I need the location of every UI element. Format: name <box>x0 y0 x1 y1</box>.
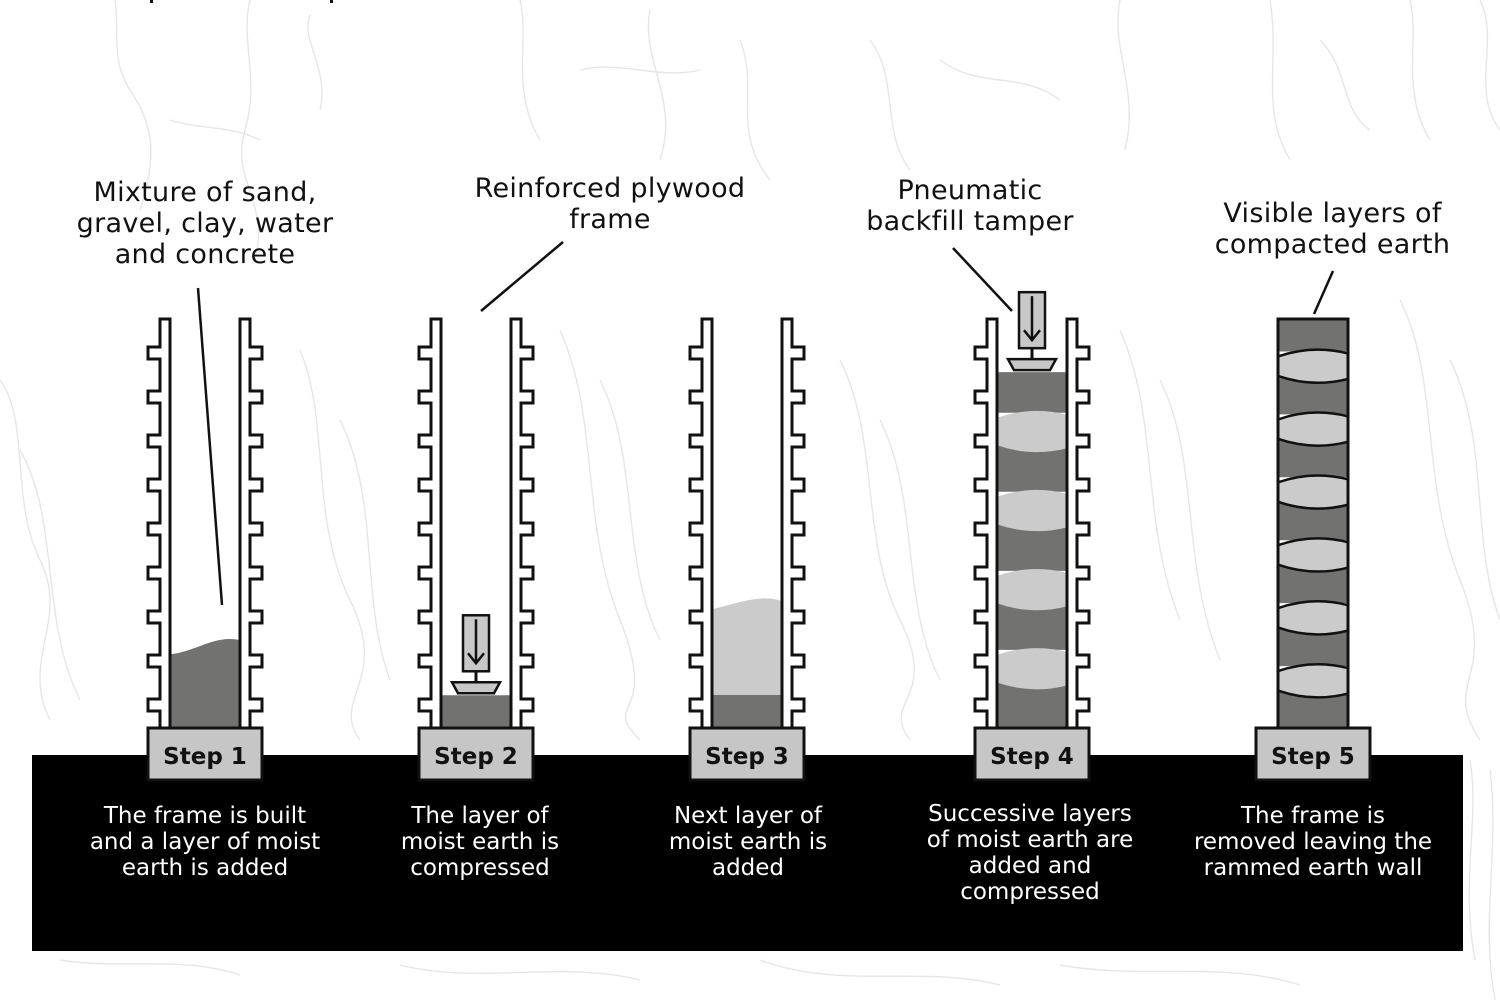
earth-layer-light <box>712 598 782 695</box>
step-4-badge: Step 4 <box>973 726 1091 782</box>
leader-lines <box>196 241 1335 606</box>
earth-layer-light <box>1278 601 1348 635</box>
plywood-panel-left <box>688 317 714 728</box>
step-5-label: Step 5 <box>1271 744 1355 770</box>
layer-boundary-line <box>1277 662 1349 673</box>
ground-slab <box>32 755 1463 951</box>
step-1-badge: Step 1 <box>146 726 264 782</box>
earth-layer-dark <box>997 372 1067 413</box>
earth-layer-light <box>997 568 1067 611</box>
layer-boundary-line <box>1277 374 1349 385</box>
cropped-title-fragment <box>150 0 333 3</box>
step-2-label: Step 2 <box>434 744 518 770</box>
layer-boundary-line <box>1277 411 1349 421</box>
earth-layer-light <box>997 410 1067 453</box>
leader-line-layers <box>1312 270 1335 315</box>
layer-boundary-line <box>1277 563 1349 573</box>
earth-layer-dark <box>1278 690 1348 729</box>
plywood-panel-left <box>146 317 172 728</box>
leader-line-mixture <box>196 287 224 606</box>
tamper-plate <box>1005 357 1059 372</box>
step-5-illustration: Step 5 <box>1254 317 1372 782</box>
annotation-mixture: Mixture of sand, gravel, clay, water and… <box>76 177 334 270</box>
earth-layer-light <box>1278 664 1348 698</box>
earth-layer-dark <box>1278 375 1348 415</box>
pneumatic-tamper-icon <box>1005 290 1059 372</box>
step-4-label: Step 4 <box>990 744 1074 770</box>
step-2-illustration: Step 2 <box>417 317 535 782</box>
step-1-illustration: Step 1 <box>146 317 264 782</box>
step-3-illustration: Step 3 <box>688 317 806 782</box>
layer-boundary-line <box>1277 626 1349 636</box>
layer-boundary-line <box>1277 474 1349 484</box>
down-arrow-icon <box>1023 296 1041 343</box>
earth-layer-dark <box>1278 501 1348 541</box>
earth-layer-dark <box>1278 319 1348 352</box>
annotation-layers: Visible layers of compacted earth <box>1214 198 1451 260</box>
earth-layer-dark <box>997 682 1067 729</box>
earth-layer-dark <box>997 603 1067 650</box>
step-1-label: Step 1 <box>163 744 247 770</box>
undefined <box>170 638 240 728</box>
plywood-panel-left <box>973 317 999 728</box>
plywood-panel-left <box>417 317 443 728</box>
earth-layer-dark <box>441 695 511 729</box>
annotation-frame: Reinforced plywood frame <box>474 173 746 235</box>
layer-boundary-line <box>1277 600 1349 610</box>
layer-boundary-line <box>1277 500 1349 510</box>
step-4-illustration: Step 4 <box>973 290 1091 782</box>
earth-layer-dark <box>997 445 1067 492</box>
leader-line-tamper <box>952 247 1013 312</box>
layer-boundary-line <box>1277 537 1349 547</box>
earth-layer-light <box>1278 538 1348 572</box>
pneumatic-tamper-icon <box>449 614 503 695</box>
step-badge-box <box>973 726 1091 782</box>
earth-layer-light <box>997 648 1067 690</box>
step-5-description: The frame is removed leaving the rammed … <box>1193 803 1433 881</box>
layer-boundary-line <box>1277 689 1349 699</box>
step-badge-box <box>146 726 264 782</box>
layer-boundary-line <box>1277 348 1349 358</box>
earth-layer-dark <box>1278 438 1348 478</box>
tamper-plate <box>449 681 503 695</box>
step-3-description: Next layer of moist earth is added <box>668 803 828 881</box>
plywood-panel-right <box>509 317 535 728</box>
plywood-panel-right <box>1065 317 1091 728</box>
earth-layer-dark <box>712 695 782 728</box>
layer-boundary-line <box>1277 437 1349 447</box>
earth-layer-dark <box>1278 627 1348 667</box>
steps-layer: Step 1 Step 2 Step 3 Step 4 Step 5 <box>146 290 1372 782</box>
step-badge-box <box>417 726 535 782</box>
step-4-description: Successive layers of moist earth are add… <box>926 801 1134 905</box>
plywood-panel-right <box>780 317 806 728</box>
earth-layer-light <box>997 489 1067 532</box>
step-3-label: Step 3 <box>705 744 789 770</box>
earth-layer-dark <box>1278 564 1348 604</box>
step-badge-box <box>1254 726 1372 782</box>
step-2-description: The layer of moist earth is compressed <box>400 803 560 881</box>
step-3-badge: Step 3 <box>688 726 806 782</box>
earth-layer-light <box>1278 349 1348 383</box>
plywood-panel-right <box>238 317 264 728</box>
annotation-tamper: Pneumatic backfill tamper <box>866 175 1074 237</box>
step-1-description: The frame is built and a layer of moist … <box>89 803 321 881</box>
leader-line-frame <box>480 241 564 312</box>
earth-layer-light <box>1278 475 1348 509</box>
earth-layer-light <box>1278 412 1348 446</box>
down-arrow-icon <box>467 619 485 666</box>
earth-layer-dark <box>997 524 1067 571</box>
step-5-badge: Step 5 <box>1254 726 1372 782</box>
step-2-badge: Step 2 <box>417 726 535 782</box>
step-badge-box <box>688 726 806 782</box>
